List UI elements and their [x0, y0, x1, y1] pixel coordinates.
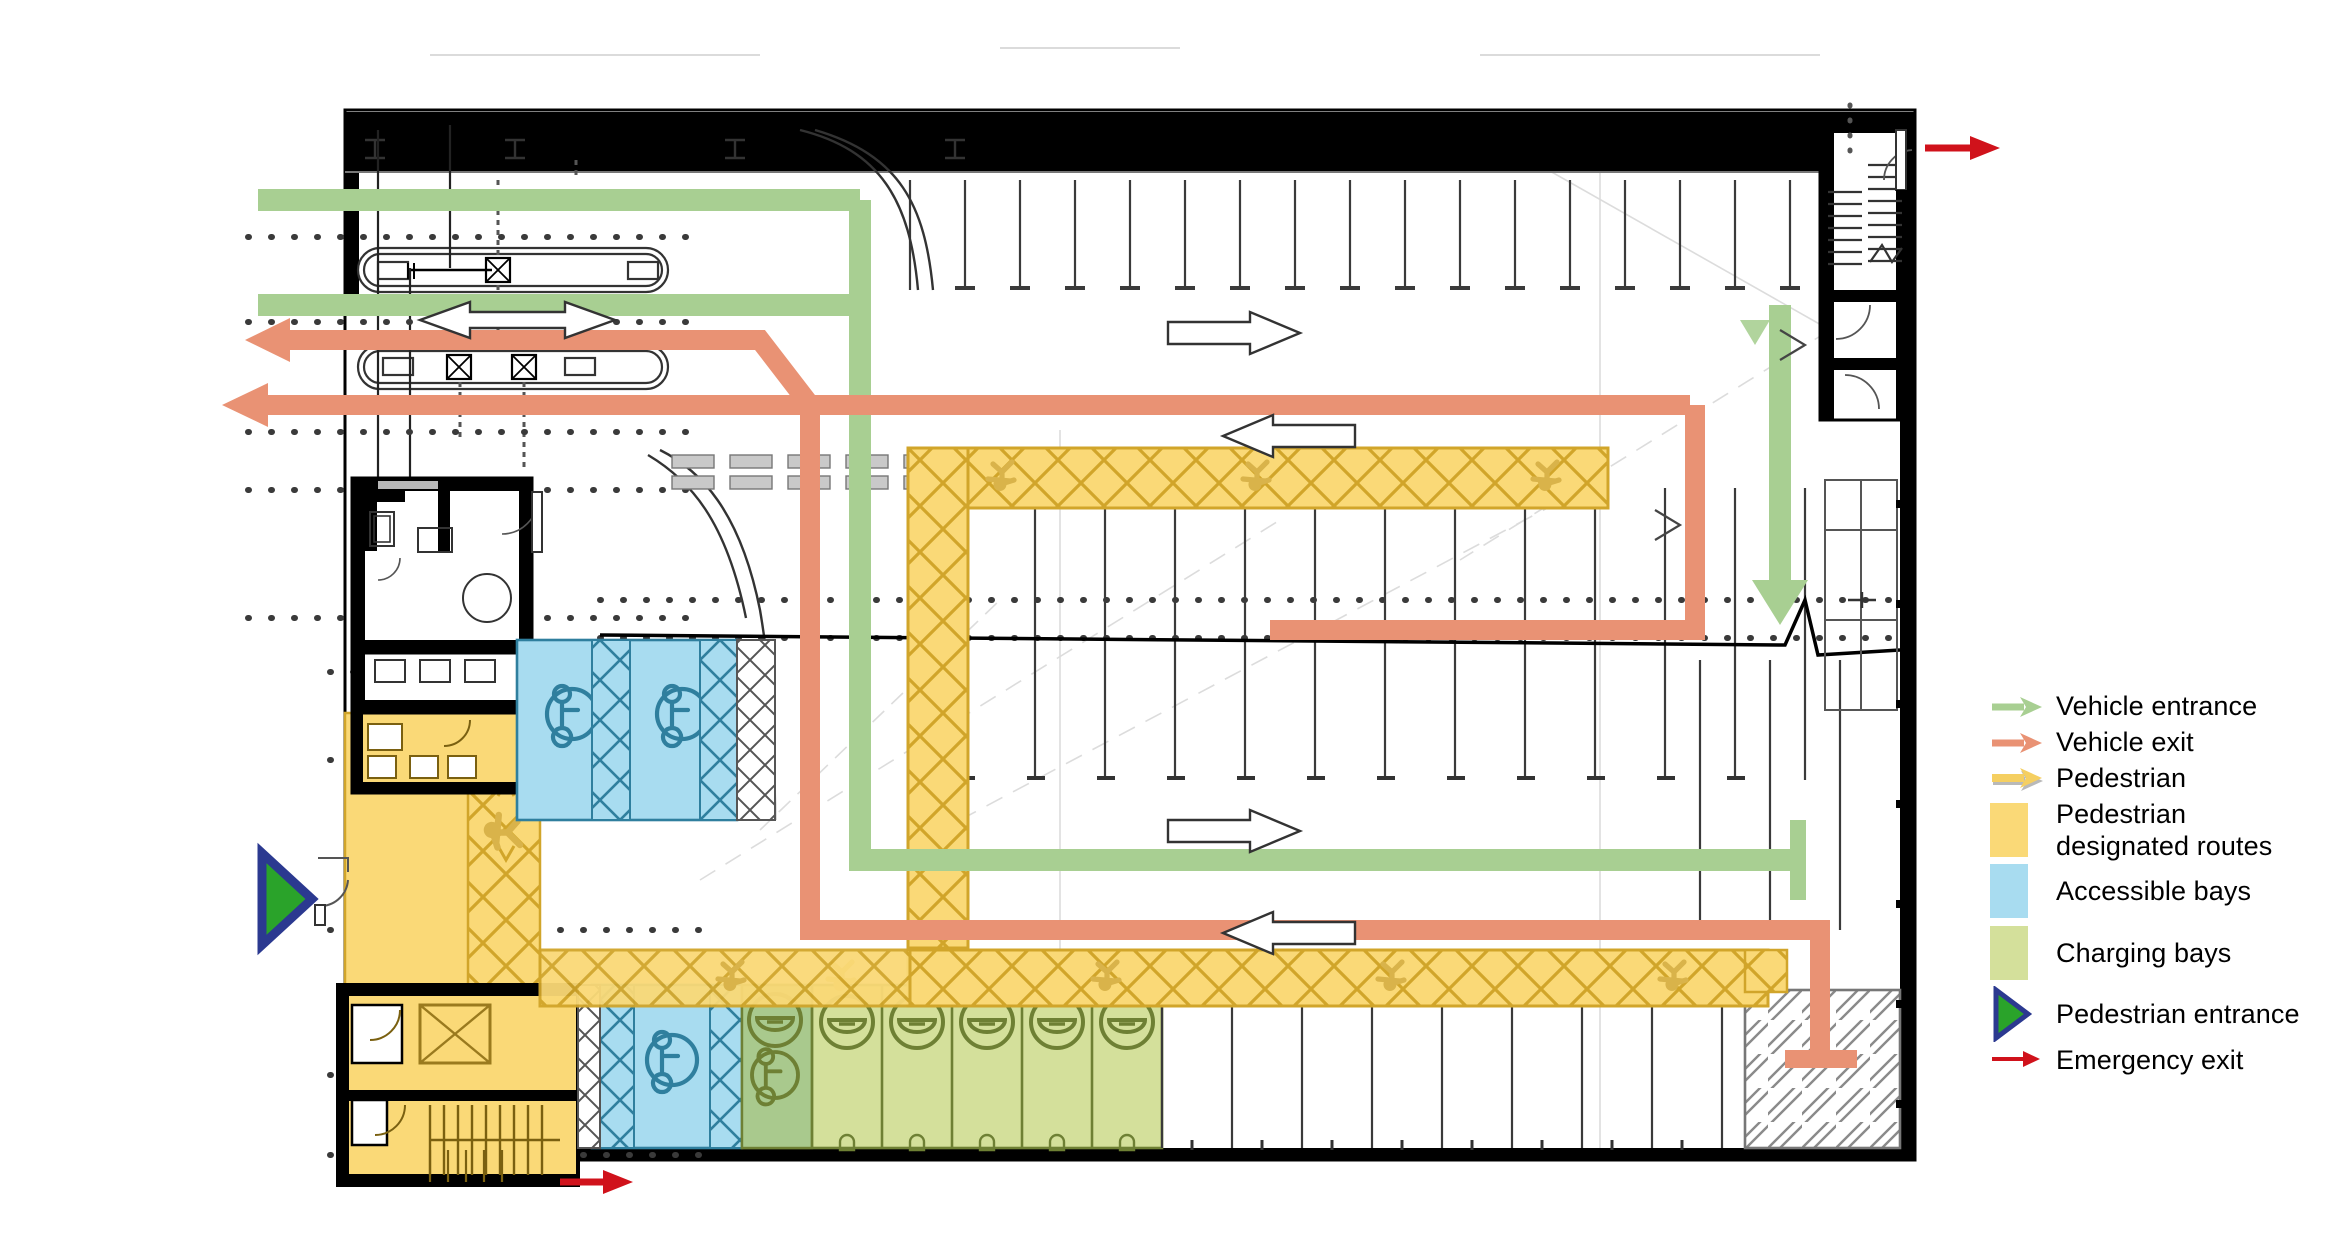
legend-label: Pedestrian entrance — [2056, 999, 2300, 1029]
direction-arrow-top-right — [1166, 310, 1304, 356]
right-shaft — [1824, 479, 1898, 711]
emergency-exit-bottom-left — [560, 1170, 633, 1194]
legend-item-pedestrian-entrance: Pedestrian entrance — [1990, 986, 2320, 1042]
vehicle-exit-arrow-icon — [1990, 726, 2044, 760]
left-core-mid — [350, 651, 534, 715]
legend-label: Pedestrian — [2056, 763, 2187, 793]
wall-ticks — [399, 112, 1761, 122]
emergency-exit-arrow-icon — [1990, 1044, 2044, 1078]
red-terminus-bar — [1785, 1050, 1857, 1068]
pedestrian-route-right-stub — [1743, 948, 1789, 994]
entrance-door-detail — [314, 857, 349, 926]
bay-bank-middle-lower — [1698, 660, 1842, 930]
escalator-1 — [356, 246, 670, 294]
direction-arrow-double-head — [416, 300, 619, 340]
vehicle-entrance-arrowhead — [1752, 580, 1808, 625]
bay-bank-bottom — [1160, 985, 1724, 1150]
pedestrian-entrance-triangle-icon — [1990, 986, 2044, 1042]
legend-item-vehicle-exit: Vehicle exit — [1990, 726, 2320, 760]
direction-arrow-mid-left — [1219, 413, 1357, 459]
legend-item-emergency-exit: Emergency exit — [1990, 1044, 2320, 1078]
pedestrian-route-swatch — [1990, 803, 2044, 857]
vehicle-exit-arrowheads — [222, 318, 290, 427]
legend-item-vehicle-entrance: Vehicle entrance — [1990, 690, 2320, 724]
right-stair-core — [1818, 102, 1913, 422]
legend-label: Accessible bays — [2056, 876, 2252, 906]
legend-item-pedestrian: Pedestrian — [1990, 762, 2320, 796]
legend: Vehicle entrance Vehicle exit Pedestrian — [1990, 690, 2320, 1080]
emergency-exit-top-right — [1925, 136, 2000, 160]
legend-label: Charging bays — [2056, 938, 2232, 968]
accessible-bays-swatch — [1990, 864, 2044, 918]
escalator-2 — [356, 343, 670, 391]
ramp-hatched-area — [1743, 988, 1902, 1150]
legend-label: Emergency exit — [2056, 1045, 2244, 1075]
deck-edge-line — [599, 594, 1901, 657]
legend-item-accessible-bays: Accessible bays — [1990, 864, 2320, 918]
legend-item-pedestrian-routes: Pedestrian designated routes — [1990, 798, 2320, 862]
pedestrian-route-bottom-extension — [538, 948, 912, 1008]
left-core-lower — [336, 983, 580, 1187]
left-core-upper — [350, 476, 543, 655]
dimension-lines — [430, 47, 1820, 56]
direction-arrow-mid-right — [1166, 808, 1304, 854]
accessible-bays-lower — [577, 983, 753, 1150]
charging-bays-swatch — [1990, 926, 2044, 980]
accessible-bays-upper — [515, 638, 776, 822]
charging-bays — [740, 983, 1164, 1152]
column-symbols — [365, 138, 965, 160]
bay-bank-top — [345, 171, 1830, 290]
direction-arrow-bottom-left — [1219, 910, 1357, 956]
left-wc-room — [350, 711, 542, 795]
legend-item-charging-bays: Charging bays — [1990, 926, 2320, 980]
legend-label: Vehicle exit — [2056, 727, 2194, 757]
pedestrian-entrance-marker — [257, 842, 319, 956]
legend-label: Pedestrian designated routes — [2056, 799, 2273, 861]
deck-chevrons — [1654, 329, 1808, 541]
legend-label: Vehicle entrance — [2056, 691, 2258, 721]
vehicle-entrance-arrow-icon — [1990, 690, 2044, 724]
pedestrian-arrow-icon — [1990, 762, 2044, 796]
right-wall-ticks — [1896, 190, 1908, 1108]
green-terminus-bar — [1790, 820, 1806, 900]
